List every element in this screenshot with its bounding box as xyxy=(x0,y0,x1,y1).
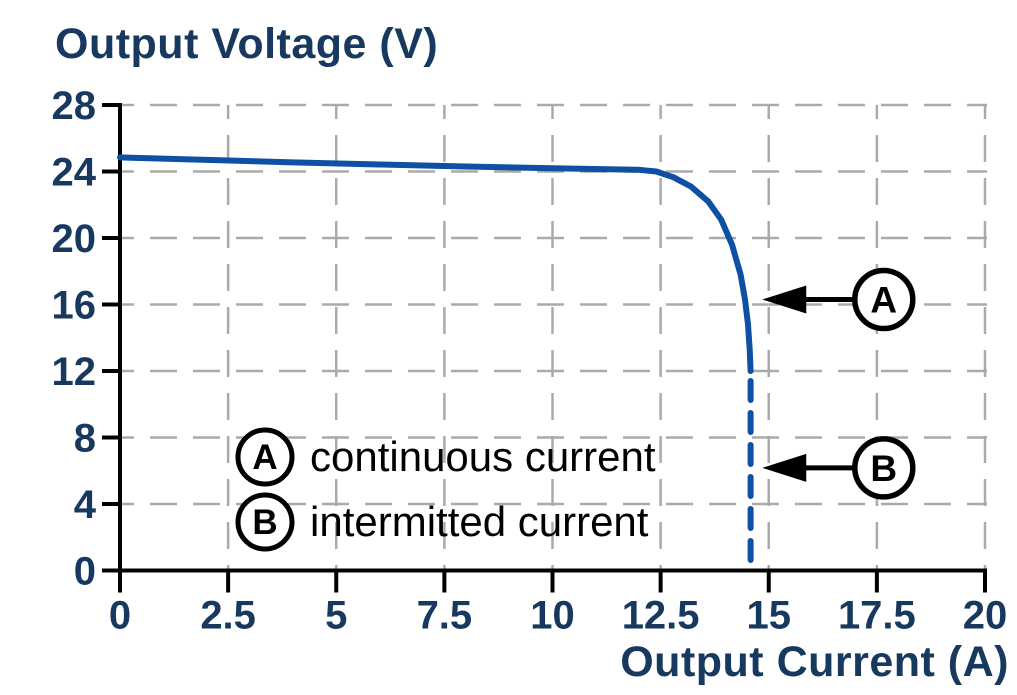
annotation-arrowhead-b xyxy=(762,453,807,482)
x-tick-label: 7.5 xyxy=(417,594,473,638)
annotation-letter-a: A xyxy=(870,280,897,321)
x-tick-label: 2.5 xyxy=(200,594,256,638)
y-axis-title: Output Voltage (V) xyxy=(55,20,439,68)
legend-symbol-circle-b xyxy=(235,492,295,552)
x-tick-label: 17.5 xyxy=(838,594,916,638)
y-tick-label: 8 xyxy=(74,417,96,461)
x-tick-label: 0 xyxy=(109,594,131,638)
legend-symbol-letter-a: A xyxy=(252,438,277,477)
y-tick-label: 24 xyxy=(52,151,97,195)
annotation-arrowhead-a xyxy=(762,285,807,314)
y-tick-label: 20 xyxy=(52,217,97,261)
y-tick-label: 16 xyxy=(52,284,97,328)
annotation-letter-b: B xyxy=(870,448,897,489)
x-axis-title: Output Current (A) xyxy=(620,638,1009,686)
y-tick-label: 28 xyxy=(52,84,97,128)
legend-symbol-letter-b: B xyxy=(252,503,277,542)
legend-label-b: intermitted current xyxy=(310,498,649,545)
legend-label-a: continuous current xyxy=(310,433,656,480)
x-tick-label: 15 xyxy=(747,594,792,638)
legend-symbol-circle-a xyxy=(235,427,295,487)
annotation-circle-a xyxy=(852,267,916,332)
y-tick-label: 4 xyxy=(74,483,97,527)
y-tick-label: 0 xyxy=(74,550,96,594)
annotation-circle-b xyxy=(852,436,916,500)
x-tick-label: 12.5 xyxy=(622,594,700,638)
continuous-current-curve xyxy=(117,154,754,374)
x-tick-label: 10 xyxy=(530,594,575,638)
x-tick-label: 20 xyxy=(963,594,1008,638)
y-tick-label: 12 xyxy=(52,350,97,394)
x-tick-label: 5 xyxy=(325,594,347,638)
